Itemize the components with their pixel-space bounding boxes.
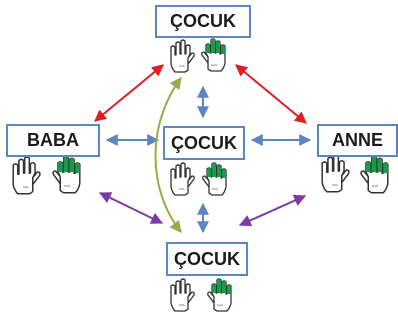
hand-top-left-icon: SOL [170,39,195,73]
hand-right-left-icon: SOL [321,154,350,193]
svg-text:SOL: SOL [179,187,185,191]
node-mother: ANNE [317,124,398,157]
svg-text:SAĞ: SAĞ [372,183,379,188]
svg-text:SOL: SOL [179,303,185,307]
node-father: BABA [6,124,100,157]
node-bottom-label: ÇOCUK [174,248,240,269]
node-bottom-child: ÇOCUK [166,242,248,276]
svg-text:SOL: SOL [179,64,185,68]
arrow-top-left-red [94,64,164,122]
arrow-bottom-right-purple [238,194,307,227]
hand-left-left-icon: SOL [12,156,41,195]
node-father-label: BABA [27,130,79,150]
node-top-child: ÇOCUK [155,5,251,38]
arrow-bottom-left-purple [98,192,164,224]
svg-text:SAĞ: SAĞ [211,62,218,67]
hand-top-right-icon: SAĞ [201,38,226,72]
svg-text:SAĞ: SAĞ [212,186,219,191]
svg-text:SAĞ: SAĞ [217,302,224,307]
hand-bottom-left-icon: SOL [170,278,195,312]
hand-left-right-icon: SAĞ [52,155,81,194]
arrow-top-bottom-olive [154,77,182,233]
node-center-child: ÇOCUK [163,126,245,160]
node-top-label: ÇOCUK [170,11,236,31]
hand-right-right-icon: SAĞ [360,155,389,194]
node-mother-label: ANNE [331,130,383,150]
svg-text:SOL: SOL [332,183,338,187]
hand-center-right-icon: SAĞ [202,162,227,196]
svg-text:SAĞ: SAĞ [64,183,71,188]
arrow-top-right-red [235,64,307,124]
svg-text:SOL: SOL [23,185,29,189]
hand-bottom-right-icon: SAĞ [207,278,232,312]
node-center-label: ÇOCUK [171,132,237,153]
hand-center-left-icon: SOL [170,162,195,196]
